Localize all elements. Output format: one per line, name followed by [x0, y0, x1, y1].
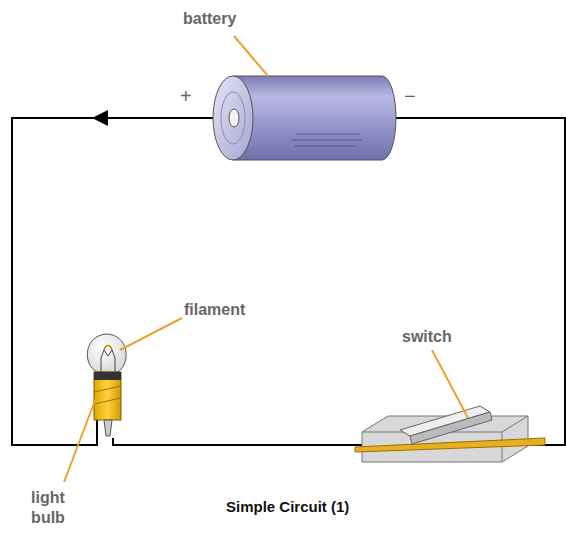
current-arrow [92, 110, 108, 126]
part-label: switch [402, 327, 452, 347]
part-label: filament [184, 300, 245, 320]
battery-symbol [213, 76, 396, 160]
leader-line [64, 36, 468, 482]
polarity-sign: − [404, 84, 416, 109]
wire [12, 118, 565, 445]
part-label: battery [183, 9, 236, 29]
figure-caption: Simple Circuit (1) [226, 498, 349, 515]
polarity-sign: + [180, 84, 192, 109]
part-label: light bulb [24, 488, 72, 528]
switch-symbol [355, 406, 545, 462]
